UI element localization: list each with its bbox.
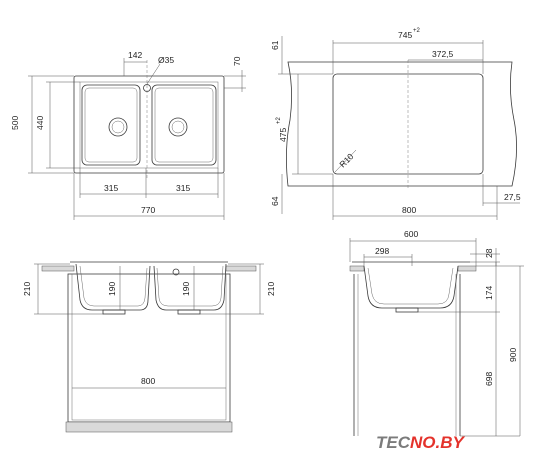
cutout-view: 745 +2 372,5 61 475 +2 64 R10 800 27,5 bbox=[270, 28, 521, 220]
front-section: 210 190 190 210 800 bbox=[22, 261, 276, 433]
countertop-outline bbox=[286, 61, 517, 187]
side-section: 600 298 28 174 698 900 bbox=[349, 229, 524, 437]
top-view: 142 Ø35 70 500 440 315 315 770 bbox=[10, 50, 246, 220]
left-drain-inner bbox=[111, 120, 125, 134]
svg-text:TECNO.BY: TECNO.BY bbox=[376, 433, 466, 452]
left-drain-outer bbox=[108, 117, 128, 137]
dim-28: 28 bbox=[484, 248, 494, 258]
dim-475-tolerance: +2 bbox=[276, 116, 282, 124]
sink-outline bbox=[73, 75, 225, 174]
right-bowl bbox=[151, 84, 217, 166]
brand-part-2: NO bbox=[410, 433, 436, 452]
dim-61: 61 bbox=[270, 40, 280, 50]
front-cabinet bbox=[67, 273, 231, 423]
left-bowl-inner bbox=[84, 87, 138, 163]
dim-210-right: 210 bbox=[266, 282, 276, 296]
right-drain-inner bbox=[171, 120, 185, 134]
dim-142: 142 bbox=[128, 50, 142, 60]
cutout-rect bbox=[332, 73, 484, 175]
dim-190-b: 190 bbox=[181, 282, 191, 296]
dim-hole: Ø35 bbox=[158, 55, 174, 65]
side-countertop-left bbox=[349, 265, 365, 272]
dim-475: 475 bbox=[278, 128, 288, 142]
dim-298: 298 bbox=[375, 246, 389, 256]
dim-70: 70 bbox=[232, 56, 242, 66]
leader-radius bbox=[334, 149, 357, 173]
brand-logo: TECNO.BY bbox=[376, 433, 466, 452]
dim-745-tolerance: +2 bbox=[413, 28, 421, 34]
dim-174: 174 bbox=[484, 286, 494, 300]
right-drain-outer bbox=[168, 117, 188, 137]
front-tap-hole bbox=[172, 268, 180, 276]
side-bowl bbox=[363, 265, 459, 309]
side-countertop-right bbox=[457, 265, 477, 272]
countertop-right bbox=[225, 265, 257, 272]
dim-315-left: 315 bbox=[104, 183, 118, 193]
brand-part-1: TEC bbox=[376, 433, 411, 452]
dim-500: 500 bbox=[10, 116, 20, 130]
dim-275: 27,5 bbox=[504, 192, 521, 202]
dim-600: 600 bbox=[404, 229, 418, 239]
dim-190-a: 190 bbox=[107, 282, 117, 296]
dim-900: 900 bbox=[508, 348, 518, 362]
dim-770: 770 bbox=[141, 205, 155, 215]
dim-800-front: 800 bbox=[141, 376, 155, 386]
leader-hole bbox=[146, 63, 161, 85]
dim-315-right: 315 bbox=[176, 183, 190, 193]
dim-3725: 372,5 bbox=[432, 49, 454, 59]
dim-745: 745 bbox=[398, 30, 412, 40]
right-bowl-inner bbox=[154, 87, 214, 163]
brand-part-3: .BY bbox=[436, 433, 466, 452]
countertop-left bbox=[41, 265, 75, 272]
dim-698: 698 bbox=[484, 372, 494, 386]
dim-800-top: 800 bbox=[402, 205, 416, 215]
dim-210-left: 210 bbox=[22, 282, 32, 296]
front-plinth bbox=[65, 421, 233, 433]
sink-inner-rim bbox=[79, 81, 219, 169]
dim-64: 64 bbox=[270, 196, 280, 206]
dim-440: 440 bbox=[35, 116, 45, 130]
left-bowl bbox=[81, 84, 141, 166]
